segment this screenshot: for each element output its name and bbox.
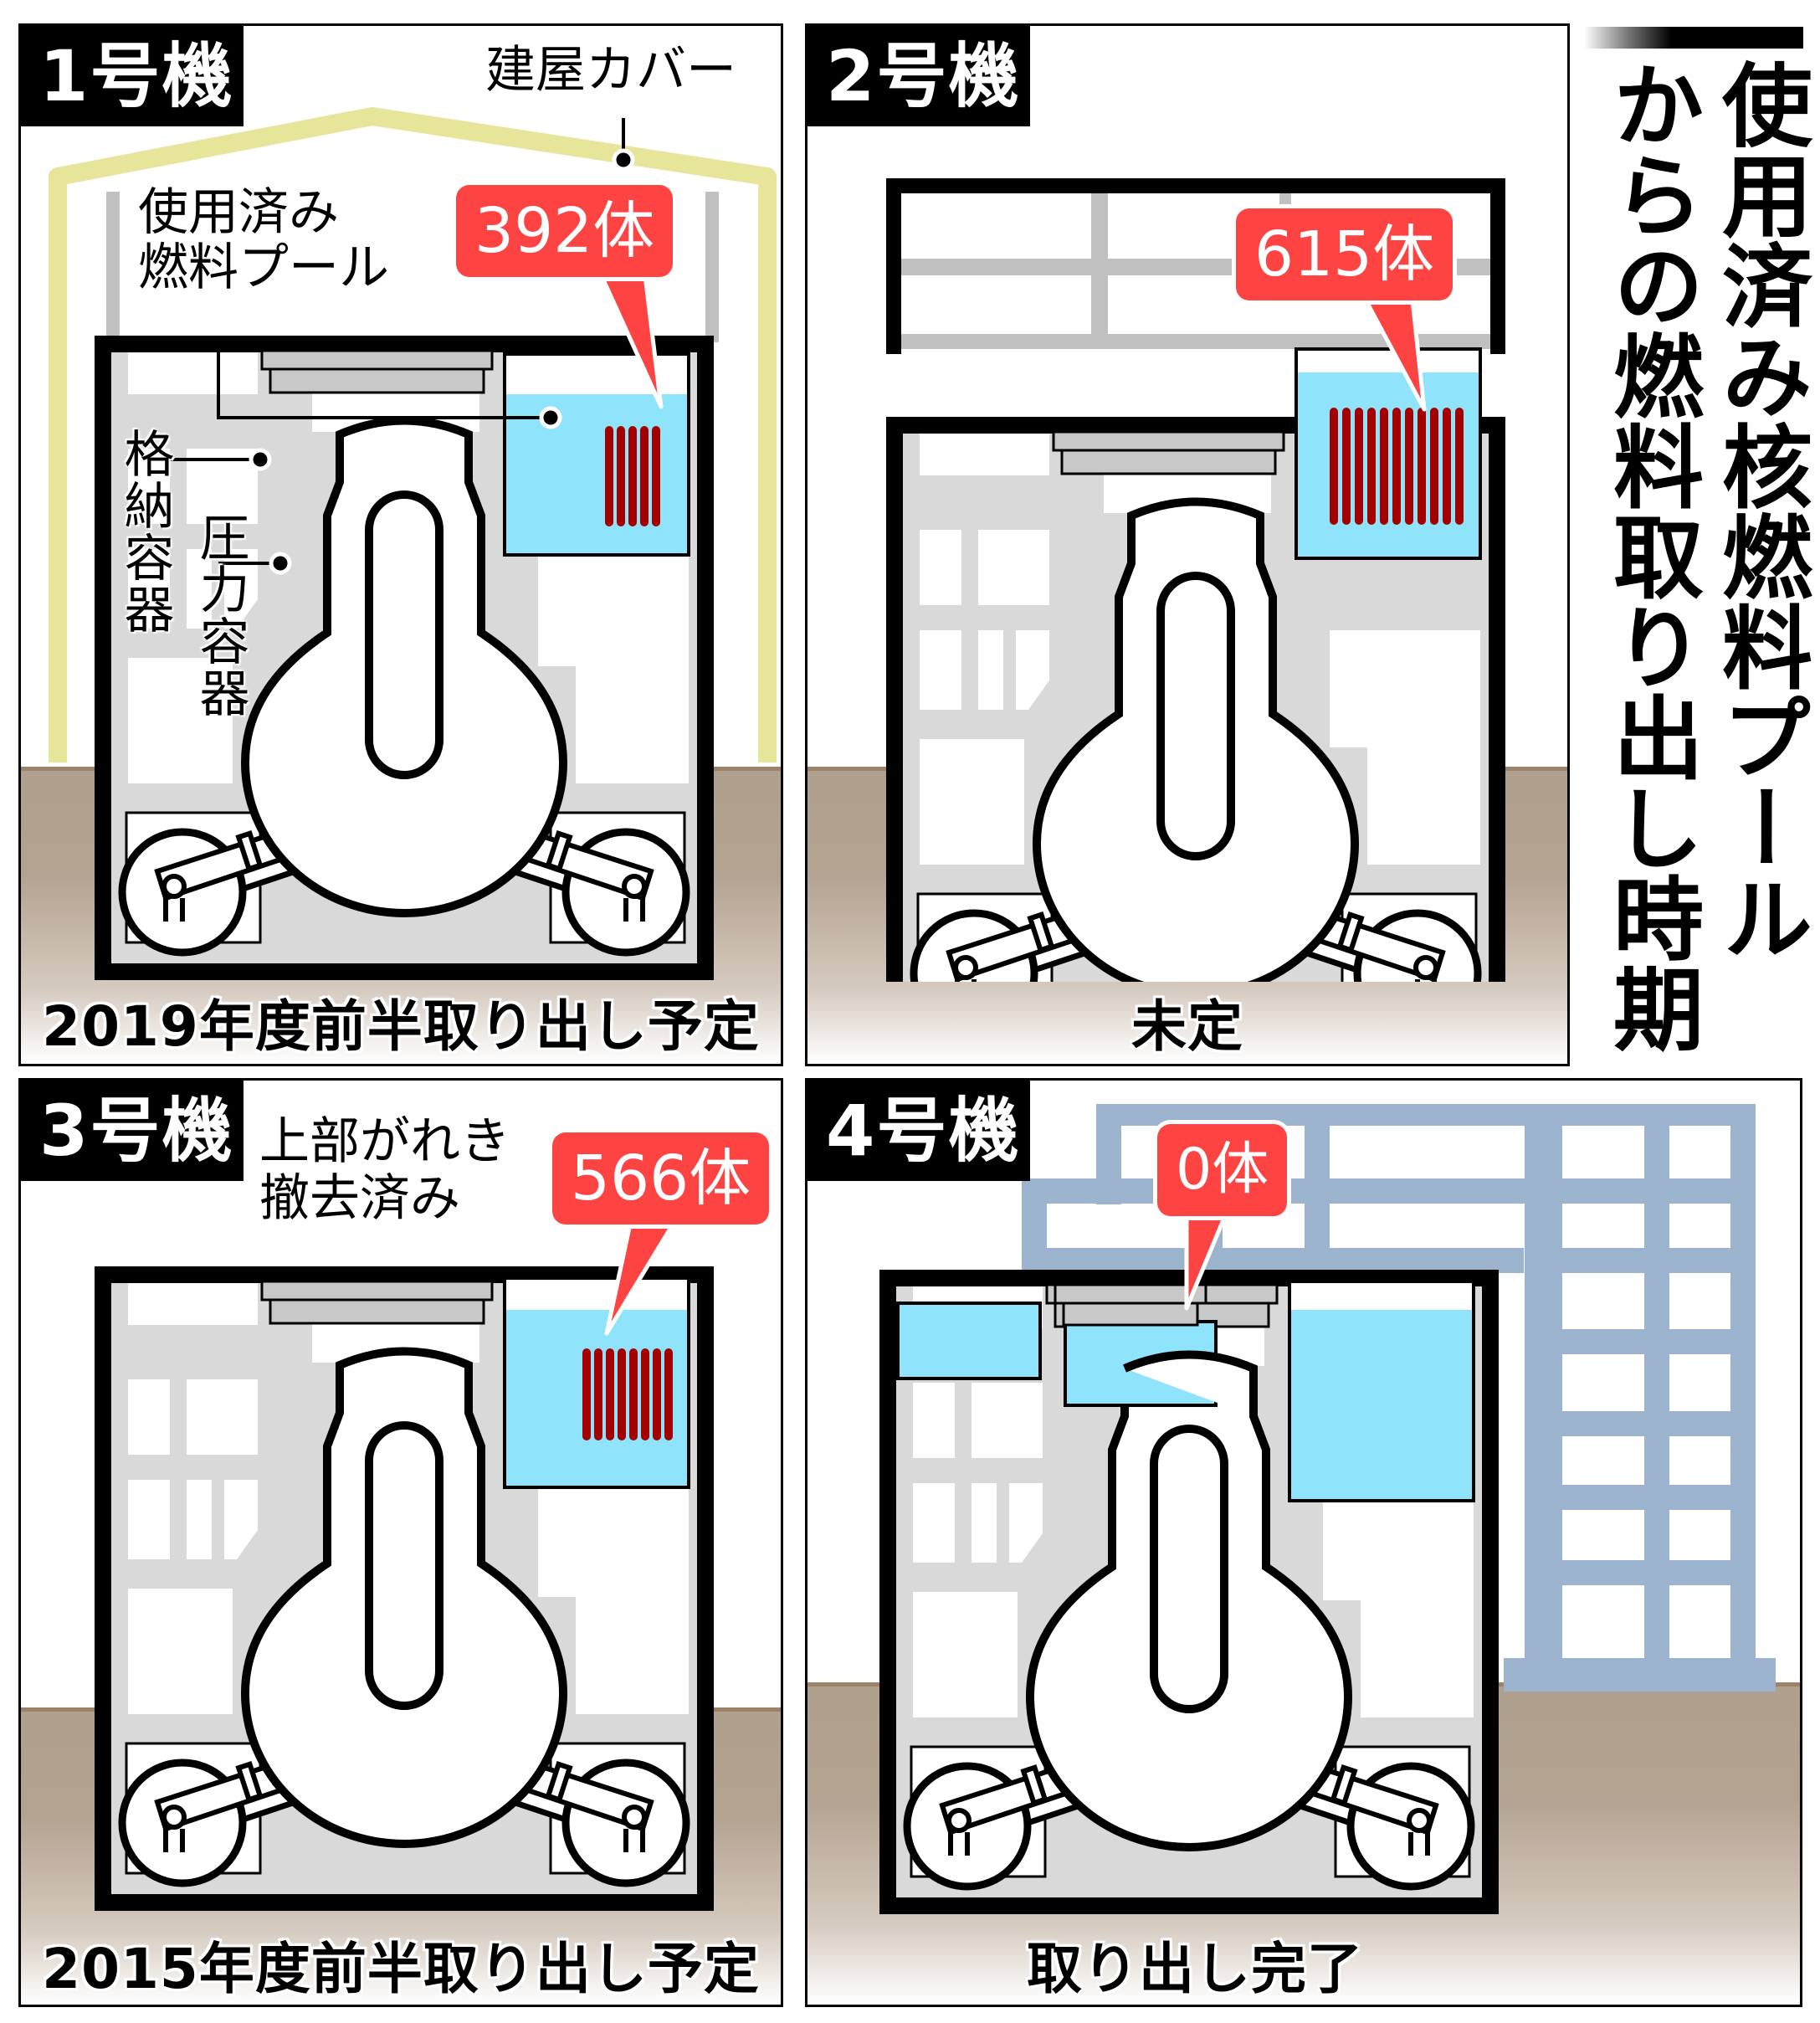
schedule-caption: 取り出し完了 bbox=[1027, 1937, 1363, 2001]
reactor-building bbox=[879, 1270, 1499, 1914]
building-cover bbox=[49, 107, 777, 762]
panel-unit-2: 2号機 615体 未定 bbox=[805, 23, 1570, 1066]
debris-removed-label-line1: 上部がれき bbox=[259, 1112, 510, 1171]
panel-unit-1: 1号機 建屋カバー 使用済み 燃料プール 格納容器 圧力容器 392体 2019… bbox=[18, 23, 783, 1066]
fuel-count: 392体 bbox=[456, 185, 674, 277]
building-cover-label: 建屋カバー bbox=[485, 41, 736, 100]
unit-label: 4号機 bbox=[807, 1081, 1030, 1181]
schedule-caption: 2019年度前半取り出し予定 bbox=[42, 994, 760, 1059]
unit-label: 2号機 bbox=[807, 26, 1030, 126]
fuel-count: 0体 bbox=[1157, 1124, 1288, 1216]
schedule-caption: 未定 bbox=[1131, 994, 1243, 1059]
debris-removed-label-line2: 撤去済み bbox=[259, 1169, 460, 1228]
page-title-line1: 使用済み核燃料プール bbox=[1707, 59, 1812, 963]
fuel-rods bbox=[605, 426, 660, 526]
unit-label: 3号機 bbox=[21, 1081, 244, 1181]
containment-vessel-label: 格納容器 bbox=[115, 428, 174, 635]
fuel-count: 615体 bbox=[1236, 208, 1453, 300]
reactor-building bbox=[95, 1266, 714, 1911]
fuel-count: 566体 bbox=[552, 1132, 770, 1225]
fuel-rods bbox=[582, 1348, 673, 1440]
schedule-caption: 2015年度前半取り出し予定 bbox=[42, 1937, 760, 2001]
fuel-rods bbox=[1330, 408, 1464, 525]
unit-label: 1号機 bbox=[21, 26, 244, 126]
title-accent-bar bbox=[1584, 27, 1803, 49]
reactor-building bbox=[95, 336, 714, 980]
page-title-line2: からの燃料取り出し時期 bbox=[1598, 59, 1703, 1053]
panel-unit-4: 4号機 0体 取り出し完了 bbox=[805, 1078, 1802, 2007]
panel-unit-3: 3号機 上部がれき 撤去済み 566体 2015年度前半取り出し予定 bbox=[18, 1078, 783, 2007]
pressure-vessel-label: 圧力容器 bbox=[191, 511, 249, 719]
spent-fuel-pool-label: 使用済み 燃料プール bbox=[138, 183, 389, 297]
